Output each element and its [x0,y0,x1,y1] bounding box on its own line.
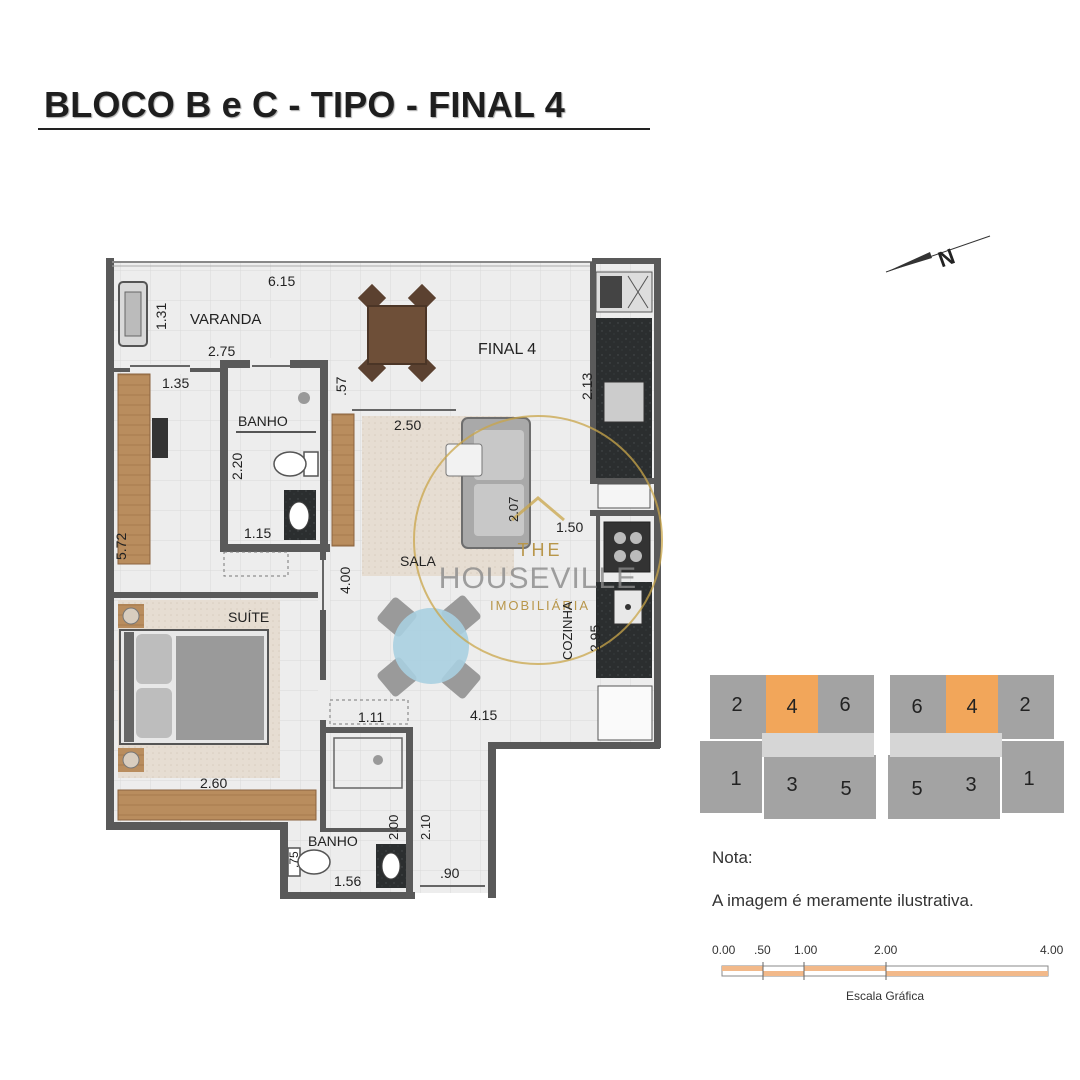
scale-caption: Escala Gráfica [846,989,924,1003]
title-underline [38,128,650,130]
key-plan-unit: 6 [911,696,922,718]
scale-bar [721,962,1049,980]
note-label: Nota: [712,848,753,867]
dim-label: .75 [287,851,301,868]
nightstand-icon [118,604,144,772]
stove-icon [603,521,651,573]
scale-tick-label: .50 [754,943,771,957]
dim-label: 1.15 [244,525,271,541]
note-text: A imagem é meramente ilustrativa. [712,891,974,910]
dim-label: 2.10 [418,815,433,840]
watermark-logo [413,415,663,665]
room-label-banho-1: BANHO [238,413,288,429]
scale-tick-label: 1.00 [794,943,818,957]
key-plan-unit: 6 [839,694,850,716]
room-label-varanda: VARANDA [190,311,261,328]
key-plan-unit: 2 [731,694,742,716]
scale-tick-label: 2.00 [874,943,898,957]
dim-label: 2.13 [579,373,595,400]
key-plan-unit: 1 [1023,768,1034,790]
watermark-line2: HOUSEVILLE [439,562,637,595]
key-plan-unit: 3 [965,774,976,796]
room-label-cozinha: COZINHA [560,601,575,660]
dim-label: 2.95 [587,625,603,652]
key-plan-left: 2 4 6 1 3 5 [700,675,876,819]
key-plans: 2 4 6 1 3 5 6 4 2 5 3 1 [700,675,1064,819]
shower-icon [333,737,403,789]
dim-label: 2.50 [394,417,421,433]
dim-label: 2.20 [229,453,245,480]
page-title: BLOCO B e C - TIPO - FINAL 4 [44,84,565,125]
shower-icon [236,392,316,433]
toilet-icon [273,451,319,477]
key-plan-unit: 3 [786,774,797,796]
sliding-doors [130,365,485,887]
key-plan-unit: 4 [966,696,977,718]
dim-label: .57 [333,376,349,396]
armchair-icon [445,443,483,477]
key-plan-unit: 5 [911,778,922,800]
wardrobe [117,789,317,821]
dim-label: 2.60 [200,775,227,791]
dim-label: 2.00 [386,815,401,840]
balcony-railing [112,261,592,267]
kitchen-sink-icon [613,589,643,625]
scale-tick-label: 4.00 [1040,943,1064,957]
kitchen-counter [596,318,652,678]
key-plan-unit: 1 [730,768,741,790]
sofa-icon [461,417,531,549]
dim-label: 1.31 [153,303,169,330]
dashed-outline [329,699,409,725]
key-plan-right: 6 4 2 5 3 1 [888,675,1064,819]
key-plan-unit: 4 [786,696,797,718]
unit-label: FINAL 4 [478,341,536,358]
laundry-icon [595,271,653,313]
room-label-banho-2: BANHO [308,833,358,849]
bed-icon [119,629,269,745]
dim-label: 1.50 [556,519,583,535]
dim-label: 1.35 [162,375,189,391]
graphic-scale: 0.00 .50 1.00 2.00 4.00 Escala Gráfica [712,943,1064,1003]
dim-label: 4.00 [337,567,353,594]
exterior-walls [106,258,661,899]
key-plan-unit: 2 [1019,694,1030,716]
scale-tick-label: 0.00 [712,943,736,957]
grill-icon [118,281,148,347]
dim-label: 2.75 [208,343,235,359]
dim-label: 1.11 [358,709,384,725]
wood-panel [331,413,355,547]
dim-label: 6.15 [268,273,295,289]
room-label-sala: SALA [400,553,436,569]
watermark-line1: THE [518,540,563,560]
key-plan-unit: 5 [840,778,851,800]
hood-icon [597,483,651,509]
dim-label: 5.72 [113,533,129,560]
north-arrow-icon [885,235,991,273]
dining-table-icon [357,283,437,383]
wood-desk [117,373,168,565]
room-label-suite: SUÍTE [228,609,269,625]
watermark-line3: IMOBILIÁRIA [490,598,590,613]
toilet-icon [287,847,331,877]
sink-icon [284,490,316,540]
dim-label: 4.15 [470,707,497,723]
fridge-icon [597,685,653,741]
dashed-outline [223,551,289,577]
sink-icon [376,844,406,888]
dim-label: 2.07 [506,497,521,522]
dim-label: .90 [440,865,460,881]
dim-label: 1.56 [334,873,361,889]
